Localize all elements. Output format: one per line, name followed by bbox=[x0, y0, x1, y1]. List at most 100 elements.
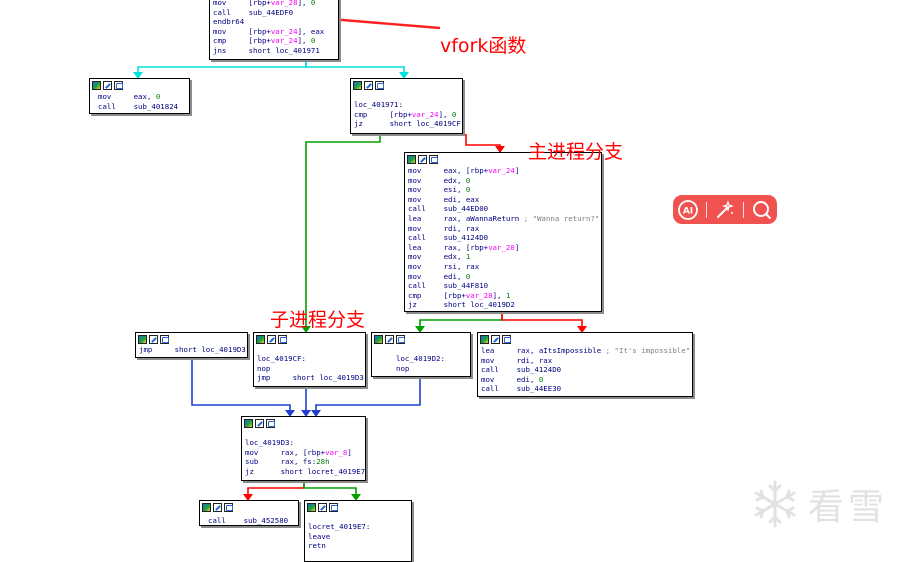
asm-line[interactable]: jz short locret_4019E7 bbox=[245, 467, 365, 477]
asm-mnemonic: mov bbox=[481, 374, 517, 384]
asm-line[interactable]: mov eax, 0 bbox=[98, 92, 186, 102]
asm-line[interactable]: lea rax, [rbp+var_20] bbox=[408, 243, 598, 253]
asm-line[interactable]: endbr64 bbox=[213, 17, 335, 27]
asm-line[interactable]: call sub_44F810 bbox=[408, 281, 598, 291]
asm-mnemonic: mov bbox=[481, 355, 517, 365]
arrowhead-left1 bbox=[133, 72, 143, 79]
node-header bbox=[242, 417, 365, 429]
asm-mnemonic: jz bbox=[354, 119, 390, 129]
node-header bbox=[254, 333, 365, 345]
asm-line[interactable]: jns short loc_401971 bbox=[213, 46, 335, 56]
asm-line[interactable]: leave bbox=[308, 532, 408, 542]
asm-mnemonic: mov bbox=[245, 447, 281, 457]
asm-line[interactable]: sub rax, fs:28h bbox=[245, 457, 362, 467]
asm-line[interactable]: mov eax, [rbp+var_24] bbox=[408, 166, 598, 176]
node-header bbox=[305, 501, 411, 513]
node-loc-4019D3[interactable]: loc_4019D3:mov rax, [rbp+var_8]sub rax, … bbox=[241, 416, 366, 481]
asm-operands: [rbp+var_24], 0 bbox=[389, 109, 457, 119]
asm-line[interactable]: mov edi, 0 bbox=[408, 272, 598, 282]
graph-icon bbox=[407, 155, 416, 164]
arrowhead-d3-a bbox=[285, 410, 295, 417]
asm-line[interactable]: retn bbox=[308, 541, 408, 551]
asm-line[interactable]: mov rdi, rax bbox=[408, 224, 598, 234]
asm-mnemonic: retn bbox=[308, 541, 344, 551]
annotation-vfork: vfork函数 bbox=[440, 35, 527, 57]
graph-icon bbox=[138, 335, 147, 344]
magic-wand-button[interactable] bbox=[712, 199, 738, 221]
asm-operands: sub_4124D0 bbox=[443, 233, 489, 243]
asm-operands: sub_44EE30 bbox=[516, 384, 562, 394]
edit-icon bbox=[385, 335, 394, 344]
asm-mnemonic: mov bbox=[408, 271, 444, 281]
asm-line[interactable]: cmp [rbp+var_28], 1 bbox=[408, 291, 598, 301]
asm-line[interactable]: call sub_44EDF0 bbox=[213, 8, 335, 18]
asm-line[interactable]: mov [rbp+var_24], eax bbox=[213, 27, 335, 37]
asm-line[interactable]: mov esi, 0 bbox=[408, 185, 598, 195]
asm-line[interactable]: mov edx, 0 bbox=[408, 176, 598, 186]
asm-line[interactable]: jmp short loc_4019D3 bbox=[257, 373, 364, 383]
asm-line[interactable]: mov edi, 0 bbox=[481, 375, 689, 385]
asm-line[interactable]: call sub_4124D0 bbox=[481, 365, 689, 375]
graph-icon bbox=[244, 419, 253, 428]
asm-line[interactable]: lea rax, aItsImpossible ; "It's impossib… bbox=[481, 346, 690, 356]
search-button[interactable] bbox=[749, 199, 775, 221]
node-loc-4019CF[interactable]: loc_4019CF:nop jmp short loc_4019D3 bbox=[253, 332, 366, 387]
asm-line[interactable]: jz short loc_4019D2 bbox=[408, 300, 598, 310]
magic-wand-icon bbox=[716, 199, 734, 218]
asm-operands: rax, [rbp+var_8] bbox=[280, 447, 352, 457]
asm-line[interactable]: cmp [rbp+var_24], 0 bbox=[354, 110, 459, 120]
asm-line[interactable]: nop bbox=[396, 364, 467, 374]
asm-line[interactable]: mov rax, [rbp+var_8] bbox=[245, 448, 362, 458]
node-header bbox=[351, 79, 462, 91]
asm-operands: short loc_401971 bbox=[248, 45, 320, 55]
asm-line[interactable]: jmp short loc_4019D3 bbox=[139, 345, 246, 355]
asm-mnemonic: mov bbox=[213, 26, 249, 36]
asm-line[interactable]: mov rdi, rax bbox=[481, 356, 689, 366]
node-loc-4019D2[interactable]: loc_4019D2:nop bbox=[371, 332, 471, 377]
asm-operands: edx, 0 bbox=[443, 175, 471, 185]
asm-line[interactable]: call sub_452580 bbox=[208, 516, 295, 526]
edit-icon bbox=[149, 335, 158, 344]
asm-mnemonic: call bbox=[481, 384, 517, 394]
asm-line[interactable]: mov [rbp+var_28], 0 bbox=[213, 0, 335, 8]
asm-operands: edi, 0 bbox=[516, 374, 544, 384]
edge-401971-to-4019CF bbox=[305, 134, 381, 330]
asm-line[interactable]: mov edx, 1 bbox=[408, 252, 598, 262]
asm-mnemonic: call bbox=[98, 101, 134, 111]
asm-mnemonic: lea bbox=[408, 213, 444, 223]
asm-mnemonic: call bbox=[213, 7, 249, 17]
asm-mnemonic: mov bbox=[408, 185, 444, 195]
node-locret-4019E7[interactable]: locret_4019E7:leave retn bbox=[304, 500, 412, 562]
node-call-452580[interactable]: call sub_452580 bbox=[199, 500, 299, 526]
edit-icon bbox=[364, 81, 373, 90]
node-jmp-4019D3[interactable]: jmp short loc_4019D3 bbox=[135, 332, 248, 358]
edit-icon bbox=[103, 81, 112, 90]
block-label: loc_4019D2: bbox=[396, 354, 445, 363]
asm-line[interactable]: call sub_44EE30 bbox=[481, 384, 689, 394]
asm-line[interactable]: lea rax, aWannaReturn ; "Wanna return?" bbox=[408, 213, 599, 224]
node-its-impossible[interactable]: lea rax, aItsImpossible ; "It's impossib… bbox=[477, 332, 693, 397]
xref-icon bbox=[266, 419, 275, 428]
graph-icon bbox=[92, 81, 101, 90]
asm-line[interactable]: call sub_44ED00 bbox=[408, 204, 598, 214]
asm-line[interactable]: cmp [rbp+var_24], 0 bbox=[213, 36, 335, 46]
asm-line[interactable]: nop bbox=[257, 364, 362, 374]
asm-line[interactable]: jz short loc_4019CF bbox=[354, 119, 461, 129]
asm-line[interactable]: call sub_4124D0 bbox=[408, 233, 598, 243]
floating-toolbar[interactable]: AI bbox=[673, 195, 777, 224]
asm-mnemonic: call bbox=[408, 204, 444, 214]
asm-line[interactable]: mov edi, eax bbox=[408, 195, 598, 205]
asm-mnemonic: mov bbox=[408, 166, 444, 175]
watermark: 看雪 bbox=[750, 478, 888, 530]
asm-line[interactable]: call sub_401824 bbox=[98, 102, 186, 112]
xref-icon bbox=[224, 503, 233, 512]
ai-button[interactable]: AI bbox=[675, 199, 701, 221]
edit-icon bbox=[491, 335, 500, 344]
asm-operands: sub_452580 bbox=[243, 516, 289, 525]
asm-line[interactable]: mov rsi, rax bbox=[408, 262, 598, 272]
asm-mnemonic: endbr64 bbox=[213, 17, 249, 27]
